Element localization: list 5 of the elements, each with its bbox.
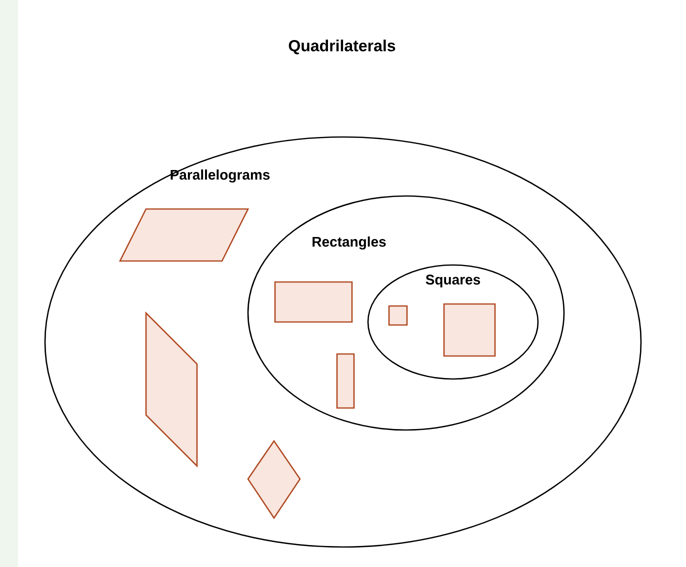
rectangle-shape bbox=[274, 281, 353, 323]
rectangle-shape bbox=[388, 305, 408, 326]
rectangle-shape bbox=[443, 303, 496, 357]
title: Quadrilaterals bbox=[288, 40, 396, 54]
rectangle-shape bbox=[336, 353, 355, 409]
